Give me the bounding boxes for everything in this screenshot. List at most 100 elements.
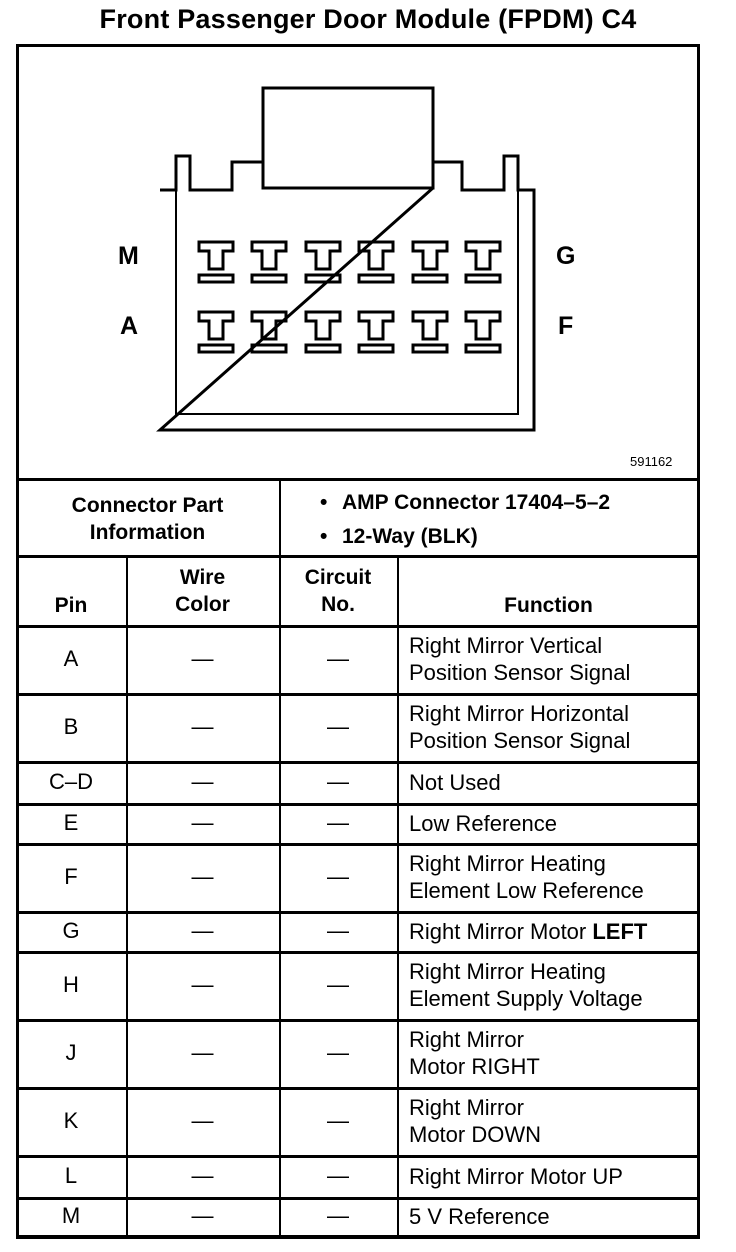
connector-part-number: AMP Connector 17404–5–2 bbox=[342, 491, 611, 514]
connector-info-list: • AMP Connector 17404–5–2 • 12-Way (BLK) bbox=[320, 486, 610, 554]
pin-cell: F bbox=[64, 864, 78, 889]
column-divider bbox=[279, 557, 281, 1235]
wire-color-cell: — bbox=[191, 864, 214, 889]
function-text: Not Used bbox=[409, 769, 501, 795]
function-line-1: Right Mirror Heating bbox=[409, 958, 606, 985]
terminal-slot bbox=[464, 310, 502, 341]
function-cell: 5 V Reference bbox=[397, 1197, 700, 1235]
function-text: Right Mirror Vertical bbox=[409, 633, 603, 658]
divider-info-table bbox=[16, 555, 700, 558]
circuit-cell: — bbox=[327, 1203, 349, 1228]
function-line-1: Right Mirror Motor UP bbox=[409, 1163, 623, 1190]
terminal-slot bbox=[197, 310, 235, 341]
terminal-slot bbox=[250, 240, 288, 271]
pin-cell: B bbox=[63, 714, 79, 739]
row-divider bbox=[16, 1235, 700, 1238]
connector-drawing bbox=[156, 86, 536, 432]
label-f: F bbox=[558, 312, 574, 340]
connector-info-item-2: • 12-Way (BLK) bbox=[320, 520, 610, 554]
header-circuit-2: No. bbox=[321, 593, 355, 616]
row-divider bbox=[16, 803, 700, 806]
function-line-2: Element Supply Voltage bbox=[409, 986, 643, 1011]
bullet: • bbox=[320, 491, 328, 514]
function-text: Right Mirror Heating bbox=[409, 851, 606, 876]
wire-color-cell: — bbox=[191, 1203, 214, 1228]
function-line-1: Right Mirror Horizontal bbox=[409, 700, 629, 727]
function-cell: Right Mirror Motor LEFT bbox=[397, 911, 700, 951]
function-line-1: Right Mirror Vertical bbox=[409, 632, 602, 659]
terminal-slot bbox=[464, 240, 502, 271]
label-g: G bbox=[556, 242, 576, 270]
header-function: Function bbox=[504, 594, 593, 617]
pin-cell: H bbox=[63, 972, 79, 997]
terminal-array bbox=[197, 240, 502, 354]
wire-color-cell: — bbox=[191, 810, 214, 835]
divider-info bbox=[279, 480, 281, 556]
connector-inner-wall bbox=[175, 190, 519, 415]
function-text: Right Mirror Motor UP bbox=[409, 1163, 623, 1189]
function-line-1: Right Mirror Heating bbox=[409, 850, 606, 877]
circuit-cell: — bbox=[327, 918, 349, 943]
header-circuit-1: Circuit bbox=[304, 566, 372, 589]
terminal-base bbox=[197, 343, 235, 354]
terminal-slot bbox=[304, 310, 342, 341]
pin-cell: C–D bbox=[48, 769, 93, 794]
wire-color-cell: — bbox=[191, 1163, 214, 1188]
function-cell: Not Used bbox=[397, 761, 700, 803]
label-m: M bbox=[118, 242, 139, 270]
row-divider bbox=[16, 1155, 700, 1158]
figure-id: 591162 bbox=[630, 454, 673, 469]
terminal-slot bbox=[304, 240, 342, 271]
divider-diagram bbox=[16, 478, 700, 481]
header-wire-color-1: Wire bbox=[179, 566, 226, 589]
circuit-cell: — bbox=[327, 714, 349, 739]
header-wire-color-2: Color bbox=[175, 593, 230, 616]
row-divider bbox=[16, 1087, 700, 1090]
terminal-slot bbox=[357, 310, 395, 341]
terminal-slot bbox=[357, 240, 395, 271]
function-cell: Low Reference bbox=[397, 803, 700, 843]
connector-info-label-2: Information bbox=[89, 520, 206, 544]
terminal-base bbox=[411, 273, 449, 284]
header-pin: Pin bbox=[54, 594, 88, 617]
terminal-base bbox=[304, 273, 342, 284]
function-line-2: Position Sensor Signal bbox=[409, 728, 631, 753]
function-text: Right Mirror Horizontal bbox=[409, 701, 630, 726]
terminal-base bbox=[250, 343, 288, 354]
connector-ways: 12-Way (BLK) bbox=[342, 525, 478, 548]
pin-cell: E bbox=[63, 810, 79, 835]
function-line-1: Right Mirror Motor LEFT bbox=[409, 918, 647, 945]
terminal-base bbox=[357, 273, 395, 284]
circuit-cell: — bbox=[327, 810, 349, 835]
terminal-base bbox=[304, 343, 342, 354]
terminal-base bbox=[464, 273, 502, 284]
pin-cell: M bbox=[61, 1203, 81, 1228]
function-text: Right Mirror Heating bbox=[409, 959, 606, 984]
pin-cell: L bbox=[64, 1163, 78, 1188]
function-line-1: Right Mirror bbox=[409, 1094, 524, 1121]
circuit-cell: — bbox=[327, 972, 349, 997]
row-divider bbox=[16, 693, 700, 696]
wire-color-cell: — bbox=[191, 714, 214, 739]
connector-diagram: M A G F bbox=[16, 44, 700, 480]
pin-cell: J bbox=[65, 1040, 77, 1065]
terminal-base bbox=[464, 343, 502, 354]
row-divider bbox=[16, 1197, 700, 1200]
terminal-slot bbox=[197, 240, 235, 271]
pin-cell: A bbox=[63, 646, 79, 671]
function-emphasis: LEFT bbox=[592, 918, 648, 944]
terminal-slot bbox=[411, 310, 449, 341]
terminal-base bbox=[411, 343, 449, 354]
circuit-cell: — bbox=[327, 646, 349, 671]
function-line-1: Low Reference bbox=[409, 810, 557, 837]
connector-latch bbox=[261, 86, 435, 190]
row-divider bbox=[16, 911, 700, 914]
function-line-2: Element Low Reference bbox=[409, 878, 644, 903]
bullet: • bbox=[320, 525, 328, 548]
wire-color-cell: — bbox=[191, 1040, 214, 1065]
